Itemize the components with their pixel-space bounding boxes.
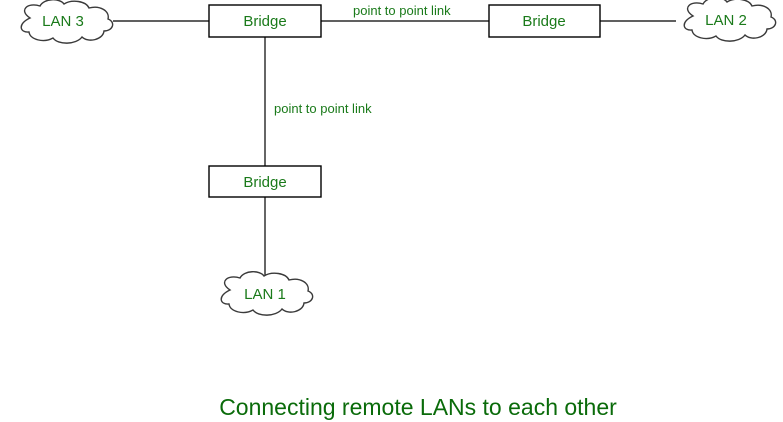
link-label-horizontal: point to point link [353,3,451,18]
cloud-lan1[interactable]: LAN 1 [220,271,314,316]
link-label-vertical: point to point link [274,101,372,116]
cloud-shape-lan2 [683,0,777,42]
bridge-top-left[interactable]: Bridge [208,4,322,38]
bridge-top-left-label: Bridge [243,13,286,30]
cloud-label-lan3: LAN 3 [42,13,84,30]
cloud-label-lan2: LAN 2 [705,12,747,29]
cloud-lan3[interactable]: LAN 3 [20,0,114,44]
cloud-shape-lan3 [20,0,114,44]
bridge-top-left-box [208,4,322,38]
cloud-label-lan1: LAN 1 [244,286,286,303]
bridge-top-right-label: Bridge [522,13,565,30]
bridge-top-right-box [488,4,601,38]
bridge-bottom-box [208,165,322,198]
bridge-top-right[interactable]: Bridge [488,4,601,38]
bridge-bottom[interactable]: Bridge [208,165,322,198]
bridge-bottom-label: Bridge [243,174,286,191]
cloud-shape-lan1 [220,271,314,316]
cloud-lan2[interactable]: LAN 2 [683,0,777,42]
diagram-caption: Connecting remote LANs to each other [219,394,617,420]
